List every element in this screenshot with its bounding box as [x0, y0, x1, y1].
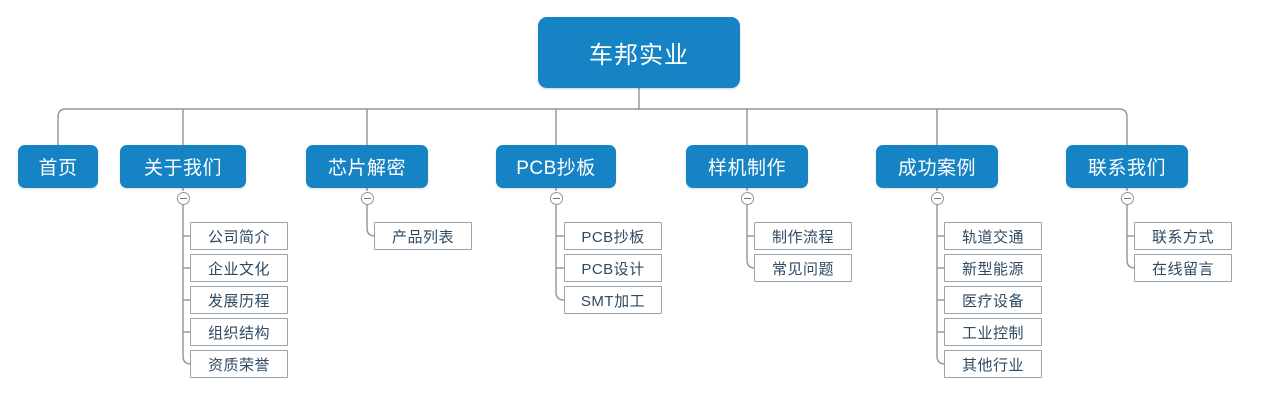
collapse-toggle-prototype[interactable] [740, 191, 754, 205]
leaf-node[interactable]: 在线留言 [1134, 254, 1232, 282]
branch-node-chip-decryption[interactable]: 芯片解密 [306, 145, 428, 188]
minus-icon [1123, 197, 1131, 199]
collapse-toggle-contact-us[interactable] [1120, 191, 1134, 205]
branch-drop-contact-us [1118, 108, 1128, 145]
branch-drop-home [57, 108, 67, 145]
leaf-node[interactable]: 工业控制 [944, 318, 1042, 346]
leaf-node[interactable]: 联系方式 [1134, 222, 1232, 250]
leaf-node[interactable]: 发展历程 [190, 286, 288, 314]
minus-icon [743, 197, 751, 199]
leaf-node[interactable]: PCB抄板 [564, 222, 662, 250]
leaf-node[interactable]: 制作流程 [754, 222, 852, 250]
leaf-node[interactable]: 医疗设备 [944, 286, 1042, 314]
leaf-node[interactable]: 新型能源 [944, 254, 1042, 282]
branch-node-home[interactable]: 首页 [18, 145, 98, 188]
minus-icon [933, 197, 941, 199]
collapse-toggle-chip-decryption[interactable] [360, 191, 374, 205]
leaf-node[interactable]: 组织结构 [190, 318, 288, 346]
branch-node-prototype[interactable]: 样机制作 [686, 145, 808, 188]
leaf-node[interactable]: 资质荣誉 [190, 350, 288, 378]
branch-node-about-us[interactable]: 关于我们 [120, 145, 246, 188]
collapse-toggle-about-us[interactable] [176, 191, 190, 205]
child-spine-pcb-copy [555, 205, 565, 301]
root-node[interactable]: 车邦实业 [538, 17, 740, 88]
leaf-node[interactable]: 常见问题 [754, 254, 852, 282]
collapse-toggle-success-cases[interactable] [930, 191, 944, 205]
leaf-node[interactable]: 公司简介 [190, 222, 288, 250]
branch-node-contact-us[interactable]: 联系我们 [1066, 145, 1188, 188]
collapse-toggle-pcb-copy[interactable] [549, 191, 563, 205]
branch-node-pcb-copy[interactable]: PCB抄板 [496, 145, 616, 188]
leaf-node[interactable]: 轨道交通 [944, 222, 1042, 250]
minus-icon [363, 197, 371, 199]
branch-node-success-cases[interactable]: 成功案例 [876, 145, 998, 188]
minus-icon [179, 197, 187, 199]
leaf-node[interactable]: PCB设计 [564, 254, 662, 282]
leaf-node[interactable]: 其他行业 [944, 350, 1042, 378]
minus-icon [552, 197, 560, 199]
leaf-node[interactable]: SMT加工 [564, 286, 662, 314]
leaf-node[interactable]: 产品列表 [374, 222, 472, 250]
leaf-node[interactable]: 企业文化 [190, 254, 288, 282]
